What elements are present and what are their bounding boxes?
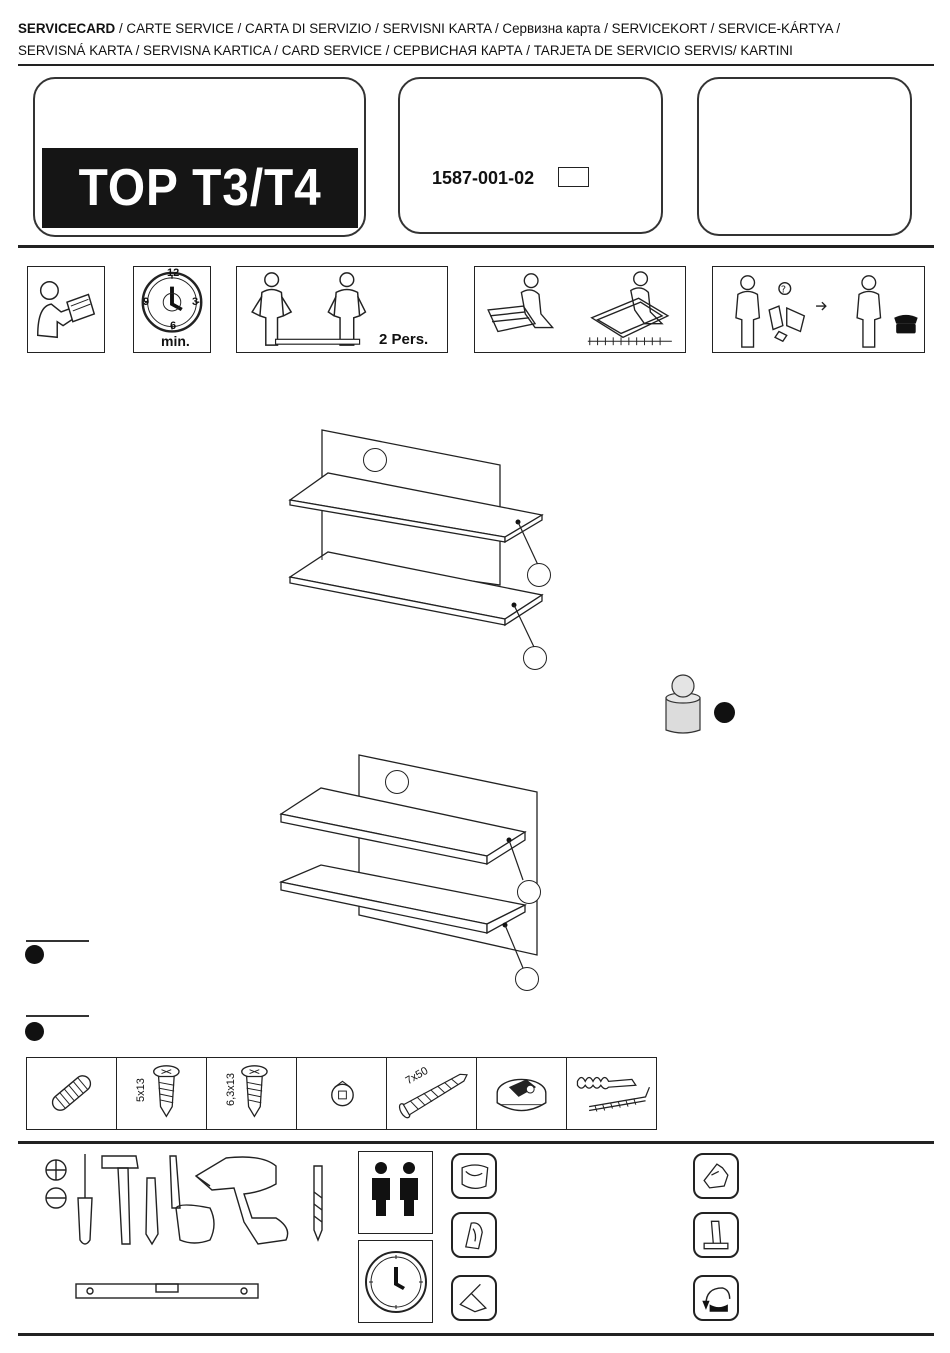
two-persons-pictogram: 2 Pers.	[236, 266, 448, 353]
care-icon-cloth	[451, 1153, 497, 1199]
part-cell-cap	[297, 1058, 387, 1129]
weight-bullet	[714, 702, 735, 723]
floor-protection-pictogram	[474, 266, 686, 353]
assembly-time-box	[358, 1240, 433, 1323]
header-line-1: SERVICECARD / CARTE SERVICE / CARTA DI S…	[18, 21, 840, 36]
part-cell-screw-7x50: 7x50	[387, 1058, 477, 1129]
pencil-icon	[146, 1178, 158, 1244]
clock-unit: min.	[161, 333, 190, 349]
dustpan-icon	[453, 1277, 495, 1319]
required-tools-illustration	[30, 1148, 350, 1308]
note-rule-2	[26, 1015, 89, 1017]
model-title-text: TOP T3/T4	[78, 158, 321, 218]
shelf-unit-t4-drawing	[275, 750, 555, 995]
mallet-icon	[695, 1214, 737, 1256]
article-number: 1587-001-02	[432, 168, 534, 189]
section-rule-1	[18, 245, 934, 248]
note-bullet-1	[25, 945, 44, 964]
reading-person-icon	[28, 267, 104, 352]
section-rule-2	[18, 1141, 934, 1144]
cam-lock-icon	[477, 1058, 566, 1129]
clock-number-9: 9	[143, 296, 149, 308]
header-translations-1: / CARTE SERVICE / CARTA DI SERVIZIO / SE…	[115, 21, 840, 36]
persons-label: 2 Pers.	[379, 331, 428, 348]
model-title: TOP T3/T4	[42, 148, 358, 228]
dowel-icon	[27, 1058, 116, 1129]
two-persons-icon	[359, 1152, 434, 1235]
care-icon-glove	[693, 1153, 739, 1199]
callout-back-panel-t3	[363, 448, 387, 472]
clock-number-6: 6	[170, 320, 176, 332]
part-cell-dowel	[27, 1058, 117, 1129]
hammer-icon	[102, 1156, 138, 1244]
max-load-weight-icon	[662, 672, 704, 736]
assembly-clock-icon	[359, 1241, 434, 1324]
header-line-2: SERVISNÁ KARTA / SERVISNA KARTICA / CARD…	[18, 43, 793, 58]
blank-card	[697, 77, 912, 236]
svg-text:?: ?	[781, 284, 786, 295]
phillips-icon	[46, 1160, 66, 1180]
part-cell-wall-anchor	[567, 1058, 656, 1129]
dry-cloth-icon	[453, 1155, 495, 1197]
callout-back-panel-t4	[385, 770, 409, 794]
callout-upper-shelf-t4	[517, 880, 541, 904]
missing-part-phone-icon: ?	[713, 267, 924, 352]
clock-number-12: 12	[167, 267, 179, 279]
part-label-6-3x13: 6,3x13	[225, 1073, 237, 1106]
screw-icon	[207, 1058, 296, 1129]
part-cell-screw-6-3x13: 6,3x13	[207, 1058, 297, 1129]
cap-icon	[297, 1058, 386, 1129]
spirit-level-icon	[76, 1284, 258, 1298]
article-checkbox[interactable]	[558, 167, 589, 187]
note-rule-1	[26, 940, 89, 942]
callout-upper-shelf-t3	[527, 563, 551, 587]
note-bullet-2	[25, 1022, 44, 1041]
care-icon-dust	[451, 1275, 497, 1321]
clock-number-3: 3	[192, 296, 198, 308]
callout-lower-shelf-t4	[515, 967, 539, 991]
wall-anchor-icon	[567, 1058, 656, 1129]
long-screw-icon	[387, 1058, 476, 1129]
wet-sponge-icon	[453, 1214, 495, 1256]
screwdriver-icon	[78, 1154, 92, 1244]
care-icon-sponge	[451, 1212, 497, 1258]
flathead-icon	[46, 1188, 66, 1208]
article-card	[398, 77, 663, 234]
kneeling-worker-icon	[475, 267, 685, 352]
part-label-5x13: 5x13	[135, 1078, 147, 1102]
hardware-parts-table: 5x13 6,3x13 7x50	[26, 1057, 657, 1130]
two-persons-box	[358, 1151, 433, 1234]
care-icon-hammer	[693, 1212, 739, 1258]
contact-service-pictogram: ?	[712, 266, 925, 353]
time-pictogram: 12 3 6 9 min.	[133, 266, 211, 353]
shelf-unit-t3-drawing	[280, 425, 580, 675]
drill-bit-icon	[314, 1166, 322, 1240]
header-servicecard: SERVICECARD	[18, 21, 115, 36]
drill-icon	[196, 1157, 288, 1244]
screw-icon	[117, 1058, 206, 1129]
part-cell-cam-lock	[477, 1058, 567, 1129]
header-rule	[18, 64, 934, 66]
read-instructions-pictogram	[27, 266, 105, 353]
footer-rule	[18, 1333, 934, 1336]
part-cell-screw-5x13: 5x13	[117, 1058, 207, 1129]
callout-lower-shelf-t3	[523, 646, 547, 670]
rotate-arrow-icon	[695, 1277, 737, 1319]
glove-icon	[695, 1155, 737, 1197]
care-icon-rotate	[693, 1275, 739, 1321]
